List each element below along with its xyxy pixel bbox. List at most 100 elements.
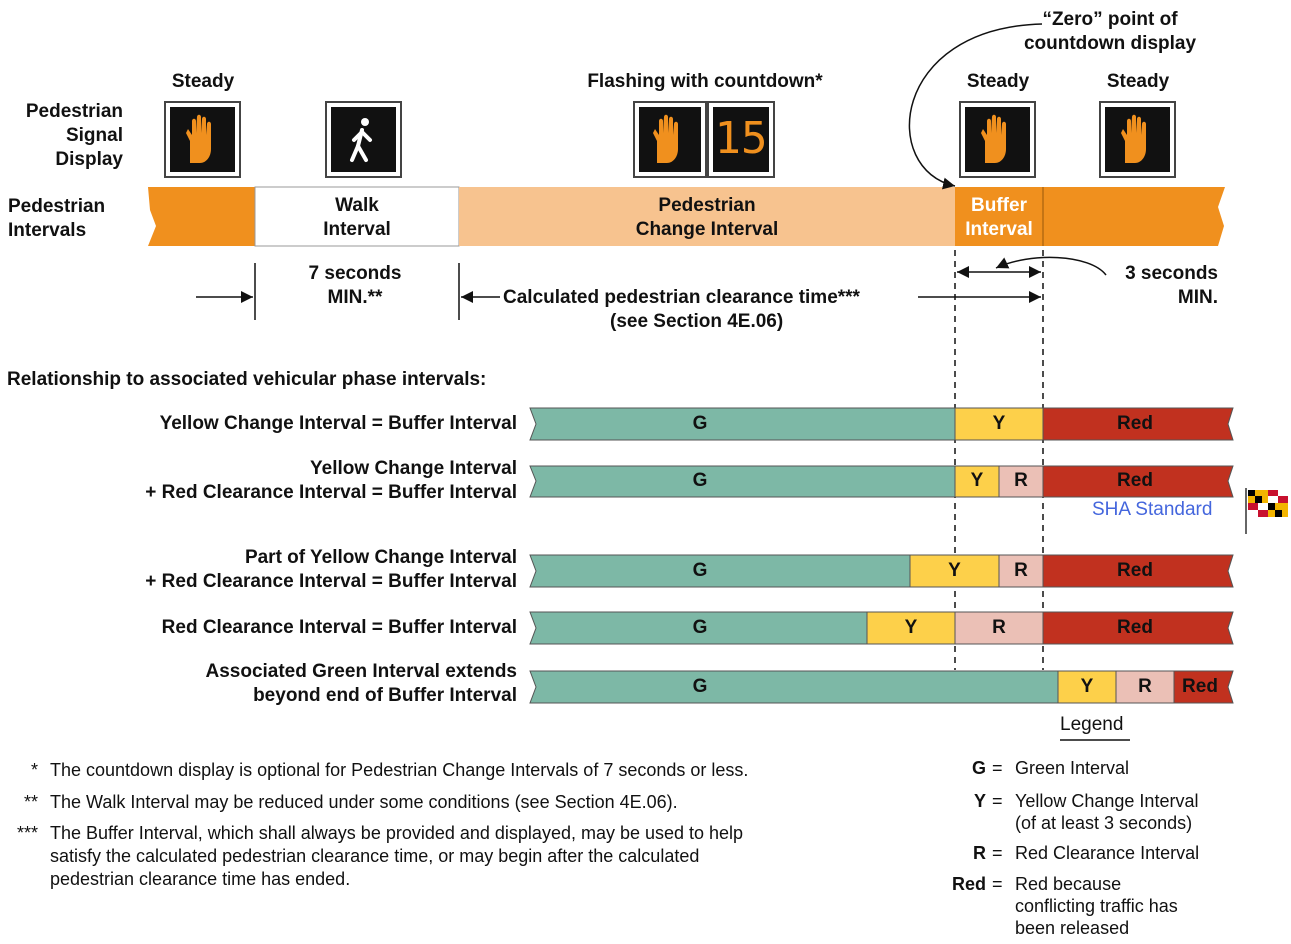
legend-key: G [971,758,986,778]
note-line: countdown display [1023,33,1197,54]
label-line: MIN.** [327,287,383,308]
seg-r-2: R [1014,470,1028,491]
legend-key: R [973,843,986,863]
buffer-min-label: 3 seconds MIN. [1100,262,1218,310]
label-line: Pedestrian [658,195,756,216]
seg-red-4: Red [1117,617,1153,638]
heading-line: Display [55,149,123,170]
label-line: Change Interval [635,219,779,240]
signal-display-heading: Pedestrian Signal Display [5,100,123,172]
label-line: beyond end of Buffer Interval [253,685,517,706]
change-interval-label: Pedestrian Change Interval [459,194,955,242]
legend-key: Red [951,874,986,894]
footnote-mark: * [30,760,38,780]
heading-line: Intervals [8,220,87,241]
buffer-alignment-lines [954,250,1044,670]
legend-key: Y [973,791,986,811]
seg-r-4: R [992,617,1006,638]
footnote-text: pedestrian clearance time has ended. [50,869,351,889]
relationship-heading: Relationship to associated vehicular pha… [7,369,487,390]
timing-dimensions [196,23,1107,320]
label-line: Interval [965,219,1033,240]
walking-person-icon [350,118,372,162]
seg-g-1: G [692,413,708,434]
footnote-text: The Walk Interval may be reduced under s… [50,792,678,812]
seg-y-2: Y [970,470,984,491]
hand-icon [186,114,211,163]
steady-label-3: Steady [1106,71,1170,92]
legend-eq: = [992,874,1003,894]
intervals-heading: Pedestrian Intervals [8,195,138,243]
footnote-1: * The countdown display is optional for … [0,759,940,783]
seg-y-1: Y [992,413,1006,434]
label-line: Buffer [971,195,1027,216]
label-line: Yellow Change Interval [310,458,517,479]
note-line: “Zero” point of [1042,9,1178,30]
vehicle-bar-5 [529,670,1234,704]
countdown-digits: 15 [714,113,768,164]
legend-def: (of at least 3 seconds) [1015,813,1193,833]
seg-red-5: Red [1182,676,1218,697]
footnote-text: satisfy the calculated pedestrian cleara… [50,846,700,866]
label-line: + Red Clearance Interval = Buffer Interv… [145,482,517,503]
legend-item-r: R = Red Clearance Interval [0,842,1291,866]
row-label-5: Associated Green Interval extends beyond… [20,660,517,708]
legend-def: conflicting traffic has [1015,896,1178,916]
row-label-3: Part of Yellow Change Interval + Red Cle… [20,546,517,594]
seg-red-1: Red [1117,413,1153,434]
legend-eq: = [992,758,1003,778]
pre-walk-segment [148,187,255,246]
footnote-text: The countdown display is optional for Pe… [50,760,749,780]
hand-icon [981,114,1006,163]
walk-interval-label: Walk Interval [255,194,459,242]
legend-title: Legend [1060,714,1124,735]
label-line: Walk [335,195,379,216]
steady-label-2: Steady [966,71,1030,92]
seg-y-4: Y [904,617,918,638]
buffer-interval-label: Buffer Interval [955,194,1043,242]
seg-g-2: G [692,470,708,491]
footnote-mark: *** [16,823,38,843]
legend-item-red: Red = Red because conflicting traffic ha… [0,873,1291,941]
sha-standard-link[interactable]: SHA Standard [1092,499,1213,520]
signal-head-walk [325,101,402,178]
legend-def: Yellow Change Interval [1015,791,1199,811]
label-line: Yellow Change Interval = Buffer Interval [159,413,517,434]
zero-point-note: “Zero” point of countdown display [1010,8,1210,56]
label-line: Interval [323,219,391,240]
signal-head-steady-hand-1 [164,101,241,178]
steady-label-1: Steady [171,71,235,92]
heading-line: Signal [65,125,123,146]
legend-def: Red Clearance Interval [1015,843,1200,863]
maryland-flag-icon [1245,488,1288,534]
legend-def: been released [1015,918,1130,938]
vehicle-bar-1 [529,407,1234,441]
legend-eq: = [992,791,1003,811]
buffer-interval-segment [955,187,1043,246]
seg-y-5: Y [1080,676,1094,697]
seg-red-2: Red [1117,470,1153,491]
signal-head-steady-hand-3 [1099,101,1176,178]
footnote-mark: ** [23,792,38,812]
change-interval-segment [459,187,955,246]
walk-interval-segment [254,186,460,247]
seg-r-5: R [1138,676,1152,697]
row-label-2: Yellow Change Interval + Red Clearance I… [20,457,517,505]
clearance-time-label: Calculated pedestrian clearance time*** [503,287,860,308]
heading-line: Pedestrian [8,196,106,217]
vehicle-bar-4 [529,611,1234,645]
label-line: + Red Clearance Interval = Buffer Interv… [145,571,517,592]
footnote-3: *** The Buffer Interval, which shall alw… [0,822,940,894]
clearance-section-label: (see Section 4E.06) [610,311,784,332]
vehicle-bar-2 [529,465,1234,498]
footnote-text: The Buffer Interval, which shall always … [50,823,744,843]
legend-item-y: Y = Yellow Change Interval (of at least … [0,790,1291,838]
signal-head-flashing-hand [633,101,775,178]
label-line: Red Clearance Interval = Buffer Interval [161,617,517,638]
post-buffer-segment [1043,187,1225,246]
legend-def: Green Interval [1015,758,1130,778]
label-line: MIN. [1177,287,1218,308]
legend-item-g: G = Green Interval [0,757,1291,781]
legend-def: Red because [1015,874,1122,894]
